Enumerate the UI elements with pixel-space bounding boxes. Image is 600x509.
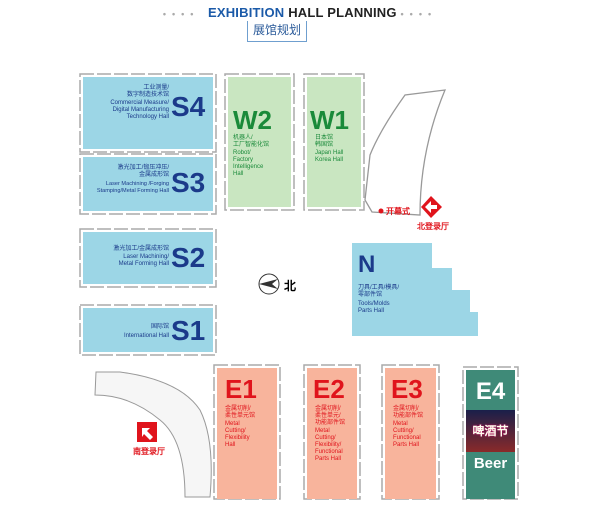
hall-e3-code: E3 — [391, 374, 423, 404]
hall-w1-code: W1 — [310, 105, 349, 135]
hall-s1[interactable]: 国际馆 International Hall S1 — [83, 308, 213, 352]
hall-w2-code: W2 — [233, 105, 272, 135]
hall-e3[interactable]: E3 金属切削/ 功能部件馆 Metal Cutting/ Functional… — [385, 368, 436, 499]
hall-e1-en: Metal Cutting/ Flexibility Hall — [225, 421, 250, 448]
hall-e1[interactable]: E1 金属切削/ 柔性单元馆 Metal Cutting/ Flexibilit… — [217, 368, 277, 499]
beer-festival-banner: 啤酒节 — [466, 410, 515, 452]
hall-n-shape — [352, 243, 478, 336]
hall-e4-en: Beer — [473, 455, 508, 472]
hall-e2[interactable]: E2 金属切削/ 柔性单元/ 功能部件馆 Metal Cutting/ Flex… — [307, 368, 357, 499]
north-entrance-hall-label[interactable]: 北登录厅 — [417, 222, 449, 231]
hall-n-en: Tools/Molds Parts Hall — [358, 301, 390, 314]
hall-w2[interactable]: W2 机器人/ 工厂智能化馆 Robot/ Factory Intelligen… — [228, 77, 291, 207]
hall-e3-en: Metal Cutting/ Functional Parts Hall — [393, 421, 421, 448]
opening-ceremony-label: 开幕式 — [386, 207, 410, 216]
hall-s2[interactable]: 激光加工/金属成形馆 Laser Machining/ Metal Formin… — [83, 232, 213, 284]
south-hall-building — [94, 371, 212, 498]
south-entrance-arrow-icon — [142, 428, 153, 440]
hall-s3-code: S3 — [171, 167, 206, 198]
hall-w2-cn: 机器人/ 工厂智能化馆 — [233, 135, 270, 148]
hall-s3-en: Laser Machining /Forging Stamping/Metal … — [96, 181, 169, 194]
title-accent: EXHIBITION — [207, 5, 285, 20]
subtitle: 展馆规划 — [247, 21, 307, 42]
hall-s3[interactable]: 激光加工/锻压冲压/ 金属成形馆 Laser Machining /Forgin… — [83, 157, 213, 211]
hall-w1[interactable]: W1 日本馆 韩国馆 Japan Hall Korea Hall — [307, 77, 361, 207]
hall-w1-cn: 日本馆 韩国馆 — [315, 135, 334, 148]
hall-e2-cn: 金属切削/ 柔性单元/ 功能部件馆 — [315, 406, 346, 426]
hall-w1-en: Japan Hall Korea Hall — [315, 150, 344, 163]
hall-s3-cn: 激光加工/锻压冲压/ 金属成形馆 — [117, 165, 169, 178]
hall-s2-code: S2 — [171, 242, 206, 273]
header-title: •••• EXHIBITION HALL PLANNING •••• — [0, 5, 600, 20]
hall-n-code: N — [358, 251, 376, 278]
dots-left: •••• — [162, 9, 208, 19]
north-hall-building — [364, 89, 447, 216]
hall-s4-en: Commercial Measure/ Digital Manufacturin… — [110, 100, 169, 120]
hall-e4[interactable]: E4 啤酒节 Beer — [466, 370, 515, 499]
hall-s2-en: Laser Machining/ Metal Forming Hall — [118, 254, 169, 267]
hall-n[interactable]: N 刀具/工具/模具/ 零部件馆 Tools/Molds Parts Hall — [352, 243, 432, 336]
dots-right: •••• — [400, 9, 438, 19]
hall-e1-code: E1 — [225, 374, 257, 404]
hall-e3-cn: 金属切削/ 功能部件馆 — [393, 406, 424, 419]
hall-s4-cn: 工业测量/ 数字制造技术馆 — [126, 85, 169, 98]
hall-s4[interactable]: 工业测量/ 数字制造技术馆 Commercial Measure/ Digita… — [83, 77, 213, 149]
hall-s1-cn: 国际馆 — [150, 324, 169, 330]
hall-e1-cn: 金属切削/ 柔性单元馆 — [225, 406, 256, 419]
hall-e2-en: Metal Cutting/ Flexibility/ Functional P… — [315, 428, 343, 462]
hall-e4-code: E4 — [475, 378, 506, 405]
north-entrance-arrow-icon — [425, 201, 437, 213]
hall-s1-code: S1 — [171, 315, 206, 346]
compass-north-label: 北 — [284, 279, 297, 293]
hall-w2-en: Robot/ Factory Intelligence Hall — [233, 150, 264, 177]
hall-s2-cn: 激光加工/金属成形馆 — [113, 246, 169, 252]
hall-n-cn: 刀具/工具/模具/ 零部件馆 — [358, 285, 400, 298]
hall-e2-code: E2 — [313, 374, 345, 404]
hall-s4-code: S4 — [171, 91, 206, 122]
hall-s1-en: International Hall — [123, 333, 169, 339]
south-entrance-hall-label[interactable]: 南登录厅 — [133, 447, 165, 456]
title-rest: HALL PLANNING — [288, 5, 397, 20]
